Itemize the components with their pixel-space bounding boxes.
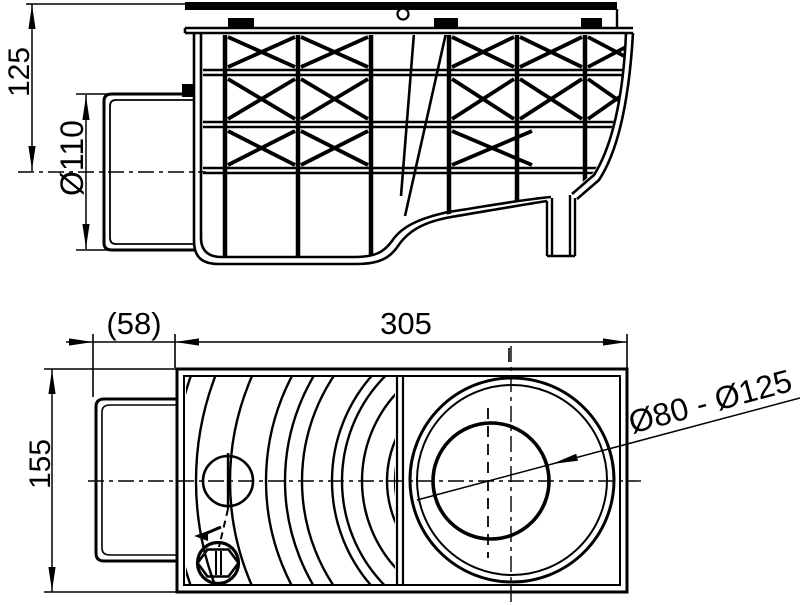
grate-brace [518, 77, 584, 121]
dim-label-height: 125 [3, 47, 36, 97]
leader-line [416, 397, 800, 501]
dimension-stub-and-width: (58) 305 [66, 306, 628, 397]
grate-brace [300, 77, 369, 121]
lid-clip [434, 18, 458, 27]
arrowhead [175, 338, 199, 346]
grate-brace [587, 35, 625, 69]
grate-brace [451, 129, 533, 167]
dim-label-socket-range: Ø80 - Ø125 [625, 362, 796, 440]
ripple-arc [300, 377, 335, 584]
ripple-arc [360, 393, 395, 569]
arrowhead [552, 453, 578, 464]
grate-brace [227, 129, 296, 167]
plan-view: (58) 305 155 Ø80 - Ø125 [24, 306, 800, 602]
grate-brace [227, 35, 296, 69]
ripple-arc [264, 377, 293, 584]
dim-label-outlet-diameter: Ø110 [54, 120, 90, 196]
funnel-edge [399, 35, 416, 197]
bowl-bottom-outer [192, 199, 548, 266]
arrowhead [82, 96, 90, 120]
flow-arrow-tail [206, 525, 222, 535]
body-right-wall [576, 32, 635, 200]
arrowhead [28, 146, 36, 170]
dim-label-depth: 155 [24, 439, 57, 489]
arrowhead [28, 5, 36, 29]
dim-label-stub-length: (58) [106, 306, 161, 341]
ripple-arc [194, 377, 217, 584]
dimension-depth: 155 [24, 368, 176, 593]
grate-brace [586, 77, 625, 121]
body-right-wall-inner [571, 32, 628, 195]
grate-brace [450, 77, 516, 121]
bowl-bottom-inner [199, 195, 552, 259]
funnel-edge [403, 35, 448, 217]
hex-plug-hexagon [195, 548, 241, 578]
grate-brace [519, 35, 583, 69]
dimension-height: 125 [3, 4, 36, 171]
ripple-arc [385, 437, 395, 525]
outlet-pipe-plan [94, 397, 177, 563]
outlet-pipe-plan-inner [101, 404, 177, 556]
grate-truss [203, 35, 625, 256]
arrowhead [82, 224, 90, 248]
plan-outline-outer [175, 367, 629, 594]
lid-clip [228, 18, 254, 27]
ripple-arc [283, 377, 315, 584]
dimension-arrows [28, 5, 627, 591]
arrowhead [48, 370, 56, 394]
dimension-outlet-diameter: Ø110 [54, 93, 112, 251]
dimension-socket-range: Ø80 - Ø125 [416, 362, 800, 501]
grate-brace [300, 35, 369, 69]
arrowhead [48, 567, 56, 591]
ripple-arc [330, 377, 373, 584]
dim-label-width: 305 [380, 306, 432, 341]
side-view: 125 Ø110 [3, 2, 635, 266]
connector-dashed-line [218, 508, 229, 548]
arrowhead [194, 531, 208, 541]
socket-ring-outer-inner-line [416, 384, 608, 576]
hex-plug [195, 525, 241, 586]
arrowhead [603, 338, 627, 346]
arrowhead [69, 338, 93, 346]
grate-brace [300, 129, 369, 167]
grate-brace [451, 35, 515, 69]
lid-clip [581, 18, 602, 27]
lid-knob [396, 7, 410, 21]
grate-lid [185, 2, 617, 10]
grate-brace [227, 77, 296, 121]
socket-ring-outer [408, 376, 616, 584]
